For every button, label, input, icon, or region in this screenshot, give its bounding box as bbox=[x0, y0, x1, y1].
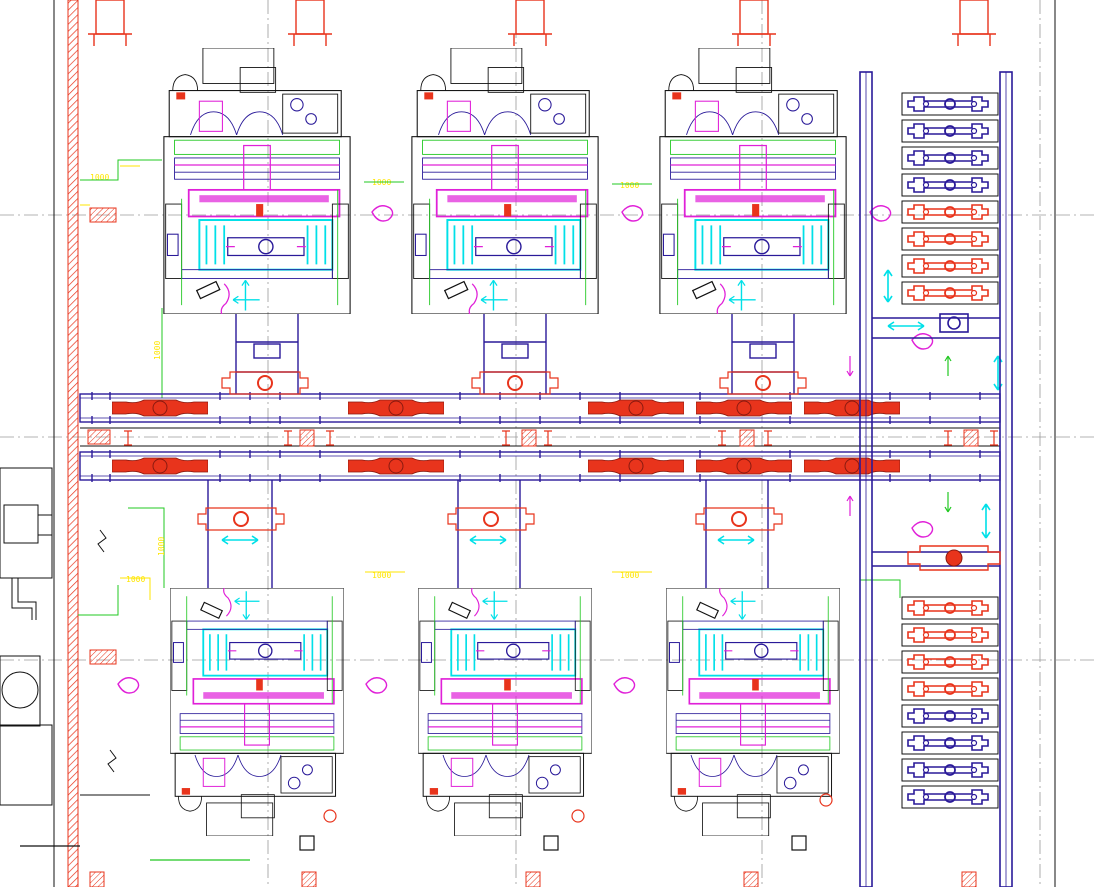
rack-part bbox=[901, 731, 999, 755]
rack-part bbox=[901, 92, 999, 116]
fixtures-upper bbox=[221, 371, 807, 395]
center-columns bbox=[87, 429, 998, 447]
workpieces-lower-row bbox=[112, 457, 900, 475]
motion-arrows bbox=[221, 269, 1003, 545]
dim-upper-left: 1000 bbox=[90, 173, 109, 182]
rack-part bbox=[901, 227, 999, 251]
dim-side-lower: 1000 bbox=[157, 537, 166, 556]
press-unit-lower-3 bbox=[666, 586, 840, 836]
rack-part bbox=[901, 677, 999, 701]
transfer-frames bbox=[207, 314, 795, 588]
fixtures-lower bbox=[197, 507, 783, 531]
rack-part bbox=[901, 596, 999, 620]
rack-part bbox=[901, 785, 999, 809]
press-unit-lower-2 bbox=[418, 586, 592, 836]
press-unit-upper-1 bbox=[162, 48, 352, 314]
misc-small bbox=[20, 793, 833, 861]
right-rails bbox=[859, 71, 1013, 887]
rack-part bbox=[901, 704, 999, 728]
robot-markers bbox=[117, 205, 934, 694]
press-unit-lower-1 bbox=[170, 586, 344, 836]
rack-part bbox=[901, 650, 999, 674]
storage-rack-lower bbox=[901, 596, 999, 809]
press-unit-upper-3 bbox=[658, 48, 848, 314]
workpieces-upper-row bbox=[112, 399, 900, 417]
rack-part bbox=[901, 173, 999, 197]
rack-part bbox=[901, 119, 999, 143]
dim-lower-left: 1000 bbox=[126, 575, 145, 584]
storage-rack-upper bbox=[901, 92, 999, 305]
leader-lines bbox=[80, 159, 901, 600]
dim-side-upper: 1000 bbox=[153, 341, 162, 360]
dim-lower-mid: 1000 bbox=[372, 571, 391, 580]
press-unit-upper-2 bbox=[410, 48, 600, 314]
dim-lower-right: 1000 bbox=[620, 571, 639, 580]
rack-part bbox=[901, 758, 999, 782]
left-wall bbox=[53, 0, 1056, 887]
right-transfer-workpiece bbox=[907, 545, 1001, 571]
rack-part bbox=[901, 200, 999, 224]
conveyor-rollers bbox=[91, 392, 981, 482]
rack-part bbox=[901, 623, 999, 647]
floor-pads bbox=[89, 207, 117, 665]
rack-part bbox=[901, 146, 999, 170]
rack-part bbox=[901, 254, 999, 278]
left-equipment bbox=[0, 467, 165, 806]
dim-upper-right: 1000 bbox=[620, 181, 639, 190]
column-bases-bottom bbox=[89, 871, 977, 887]
rack-part bbox=[901, 281, 999, 305]
column-bases-top bbox=[88, 0, 996, 46]
flow-arrows bbox=[846, 355, 952, 516]
